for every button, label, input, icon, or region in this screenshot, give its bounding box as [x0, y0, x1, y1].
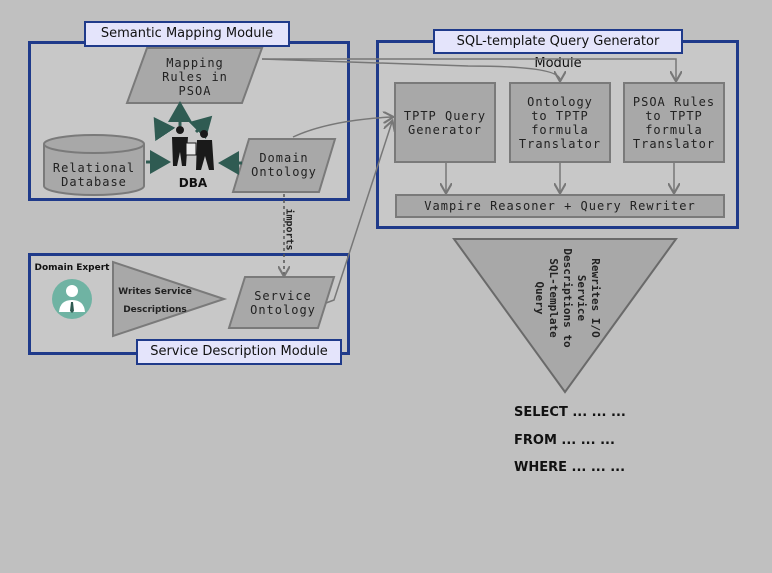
- dba-label: DBA: [178, 176, 208, 190]
- mapping-rules-shape: [125, 47, 264, 104]
- rewrite-line5: Query: [533, 281, 546, 315]
- ontology-tptp-translator-box: Ontology to TPTP formula Translator: [509, 82, 611, 163]
- sql-where-line: WHERE ... ... ...: [514, 460, 626, 475]
- dba-people-icon: [172, 126, 214, 170]
- sql-from-line: FROM ... ... ...: [514, 433, 615, 448]
- relational-database-cylinder: [43, 134, 145, 196]
- sql-select-line: SELECT ... ... ...: [514, 405, 626, 420]
- rewrite-triangle-text: Rewrites I/O Service Descriptions to SQL…: [512, 228, 602, 368]
- relational-database-label: Relational Database: [52, 161, 136, 189]
- domain-expert-avatar-icon: [52, 279, 92, 319]
- psoa-tptp-translator-box: PSOA Rules to TPTP formula Translator: [623, 82, 725, 163]
- domain-expert-label: Domain Expert: [34, 263, 110, 273]
- service-ontology-label: Service Ontology: [250, 289, 316, 317]
- domain-ontology-label: Domain Ontology: [251, 151, 317, 179]
- service-description-module-title: Service Description Module: [136, 339, 342, 365]
- rewrite-triangle-shape: [452, 238, 678, 394]
- semantic-mapping-module-title: Semantic Mapping Module: [84, 21, 290, 47]
- imports-label: imports: [283, 208, 295, 251]
- rewrite-line1: Rewrites I/O: [589, 258, 602, 338]
- tptp-query-generator-box: TPTP Query Generator: [394, 82, 496, 163]
- writes-service-label-line1: Writes Service: [118, 287, 192, 297]
- rewrite-line3: Descriptions to: [561, 248, 574, 348]
- rewrite-line4: SQL-template: [547, 258, 560, 338]
- sql-query-generator-module-title: SQL-template Query Generator Module: [433, 29, 683, 71]
- vampire-reasoner-box: Vampire Reasoner + Query Rewriter: [395, 194, 725, 218]
- writes-service-label-line2: Descriptions: [123, 305, 187, 315]
- writes-service-triangle: [112, 260, 228, 338]
- service-ontology-shape: [227, 276, 336, 329]
- mapping-rules-label: Mapping Rules in PSOA: [162, 56, 228, 98]
- rewrite-line2: Service: [575, 274, 588, 322]
